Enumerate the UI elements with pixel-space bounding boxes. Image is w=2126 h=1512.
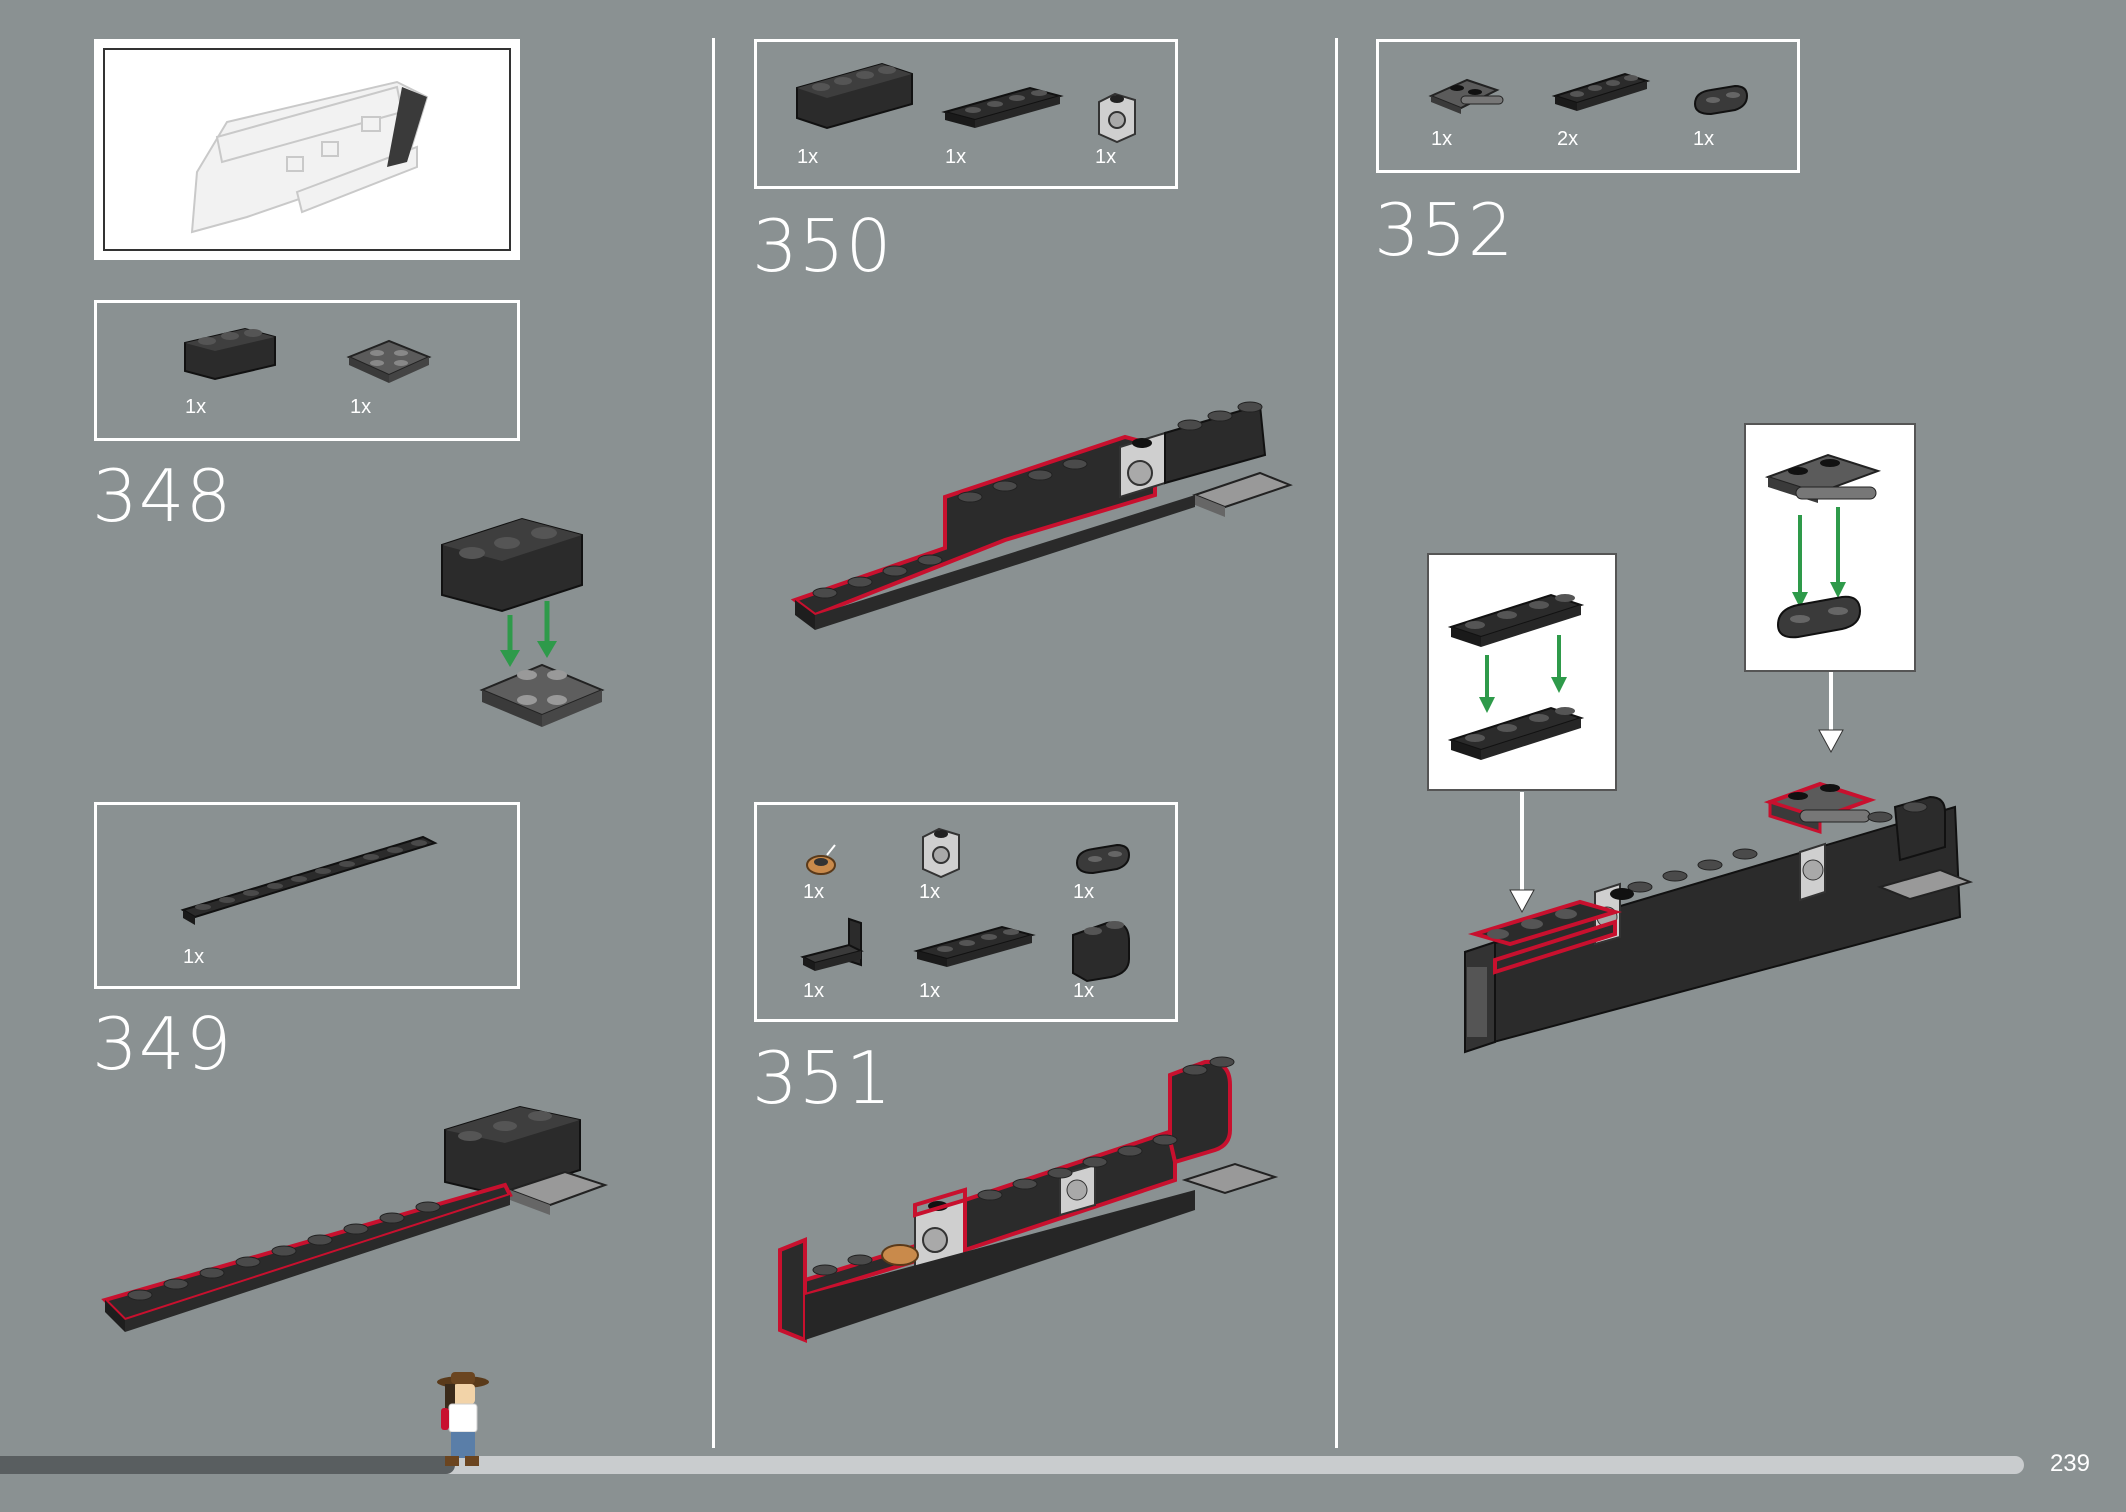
column-divider-right (1335, 38, 1338, 1448)
part-qty: 1x (797, 146, 819, 168)
step-350-assembly-image (790, 401, 1293, 630)
part-plate-1x4-icon (941, 86, 1064, 128)
step-number: 351 (752, 1036, 893, 1120)
sub-assembly-handle-image (1764, 453, 1882, 639)
part-plate-1x2-rounded-icon (1075, 843, 1131, 875)
parts-list-step-351: 1x 1x 1x 1x 1x 1x (754, 802, 1178, 1022)
step-number: 350 (752, 204, 893, 288)
step-349-assembly-image (101, 1105, 609, 1332)
step-number: 348 (92, 454, 233, 538)
part-brick-curved-icon (1072, 921, 1130, 983)
parts-list-step-348: 1x 1x (94, 300, 520, 441)
step-348-assembly-image (441, 517, 605, 727)
sub-assembly-callout-plates (1427, 553, 1617, 791)
progress-bar (0, 1456, 2024, 1474)
part-plate-1x4-icon (1551, 72, 1651, 111)
part-plate-1x10-icon (180, 835, 438, 925)
part-qty: 1x (350, 396, 372, 418)
part-qty: 1x (183, 946, 205, 968)
step-number: 352 (1374, 188, 1515, 272)
step-number: 349 (92, 1002, 233, 1086)
part-qty: 1x (1693, 128, 1715, 150)
part-bracket-icon (800, 917, 864, 971)
part-qty: 1x (185, 396, 207, 418)
part-qty: 1x (1431, 128, 1453, 150)
progress-bar-fill (0, 1456, 456, 1474)
part-qty: 1x (919, 881, 941, 903)
part-qty: 1x (803, 881, 825, 903)
parts-list-step-349: 1x (94, 802, 520, 989)
part-plate-handle-icon (1428, 78, 1504, 114)
part-qty: 1x (919, 980, 941, 1002)
step-352-assembly-image (1463, 672, 1974, 1054)
step-351-assembly-image (778, 1056, 1279, 1343)
overview-thumbnail (94, 39, 520, 260)
part-qty: 2x (1557, 128, 1579, 150)
part-minifig-accessory-icon (806, 844, 836, 875)
part-plate-2x2-icon (346, 339, 432, 383)
part-brick-1x4-icon (796, 62, 913, 130)
part-technic-brick-1x1-icon (922, 827, 960, 879)
parts-list-step-352: 1x 2x 1x (1376, 39, 1800, 173)
sub-assembly-callout-handle (1744, 423, 1916, 672)
part-qty: 1x (1095, 146, 1117, 168)
part-qty: 1x (1073, 881, 1095, 903)
part-qty: 1x (945, 146, 967, 168)
part-qty: 1x (1073, 980, 1095, 1002)
part-technic-brick-1x1-icon (1098, 92, 1136, 144)
parts-list-step-350: 1x 1x 1x (754, 39, 1178, 189)
column-divider-left (712, 38, 715, 1448)
part-plate-1x2-rounded-icon (1693, 84, 1749, 116)
page-number: 239 (2049, 1450, 2090, 1477)
part-qty: 1x (803, 980, 825, 1002)
minifigure-progress-marker-icon (437, 1372, 490, 1466)
part-plate-1x4-icon (913, 925, 1036, 967)
part-brick-1x3-icon (184, 327, 276, 381)
sub-assembly-plates-image (1447, 593, 1585, 760)
overview-model-image (190, 80, 429, 234)
